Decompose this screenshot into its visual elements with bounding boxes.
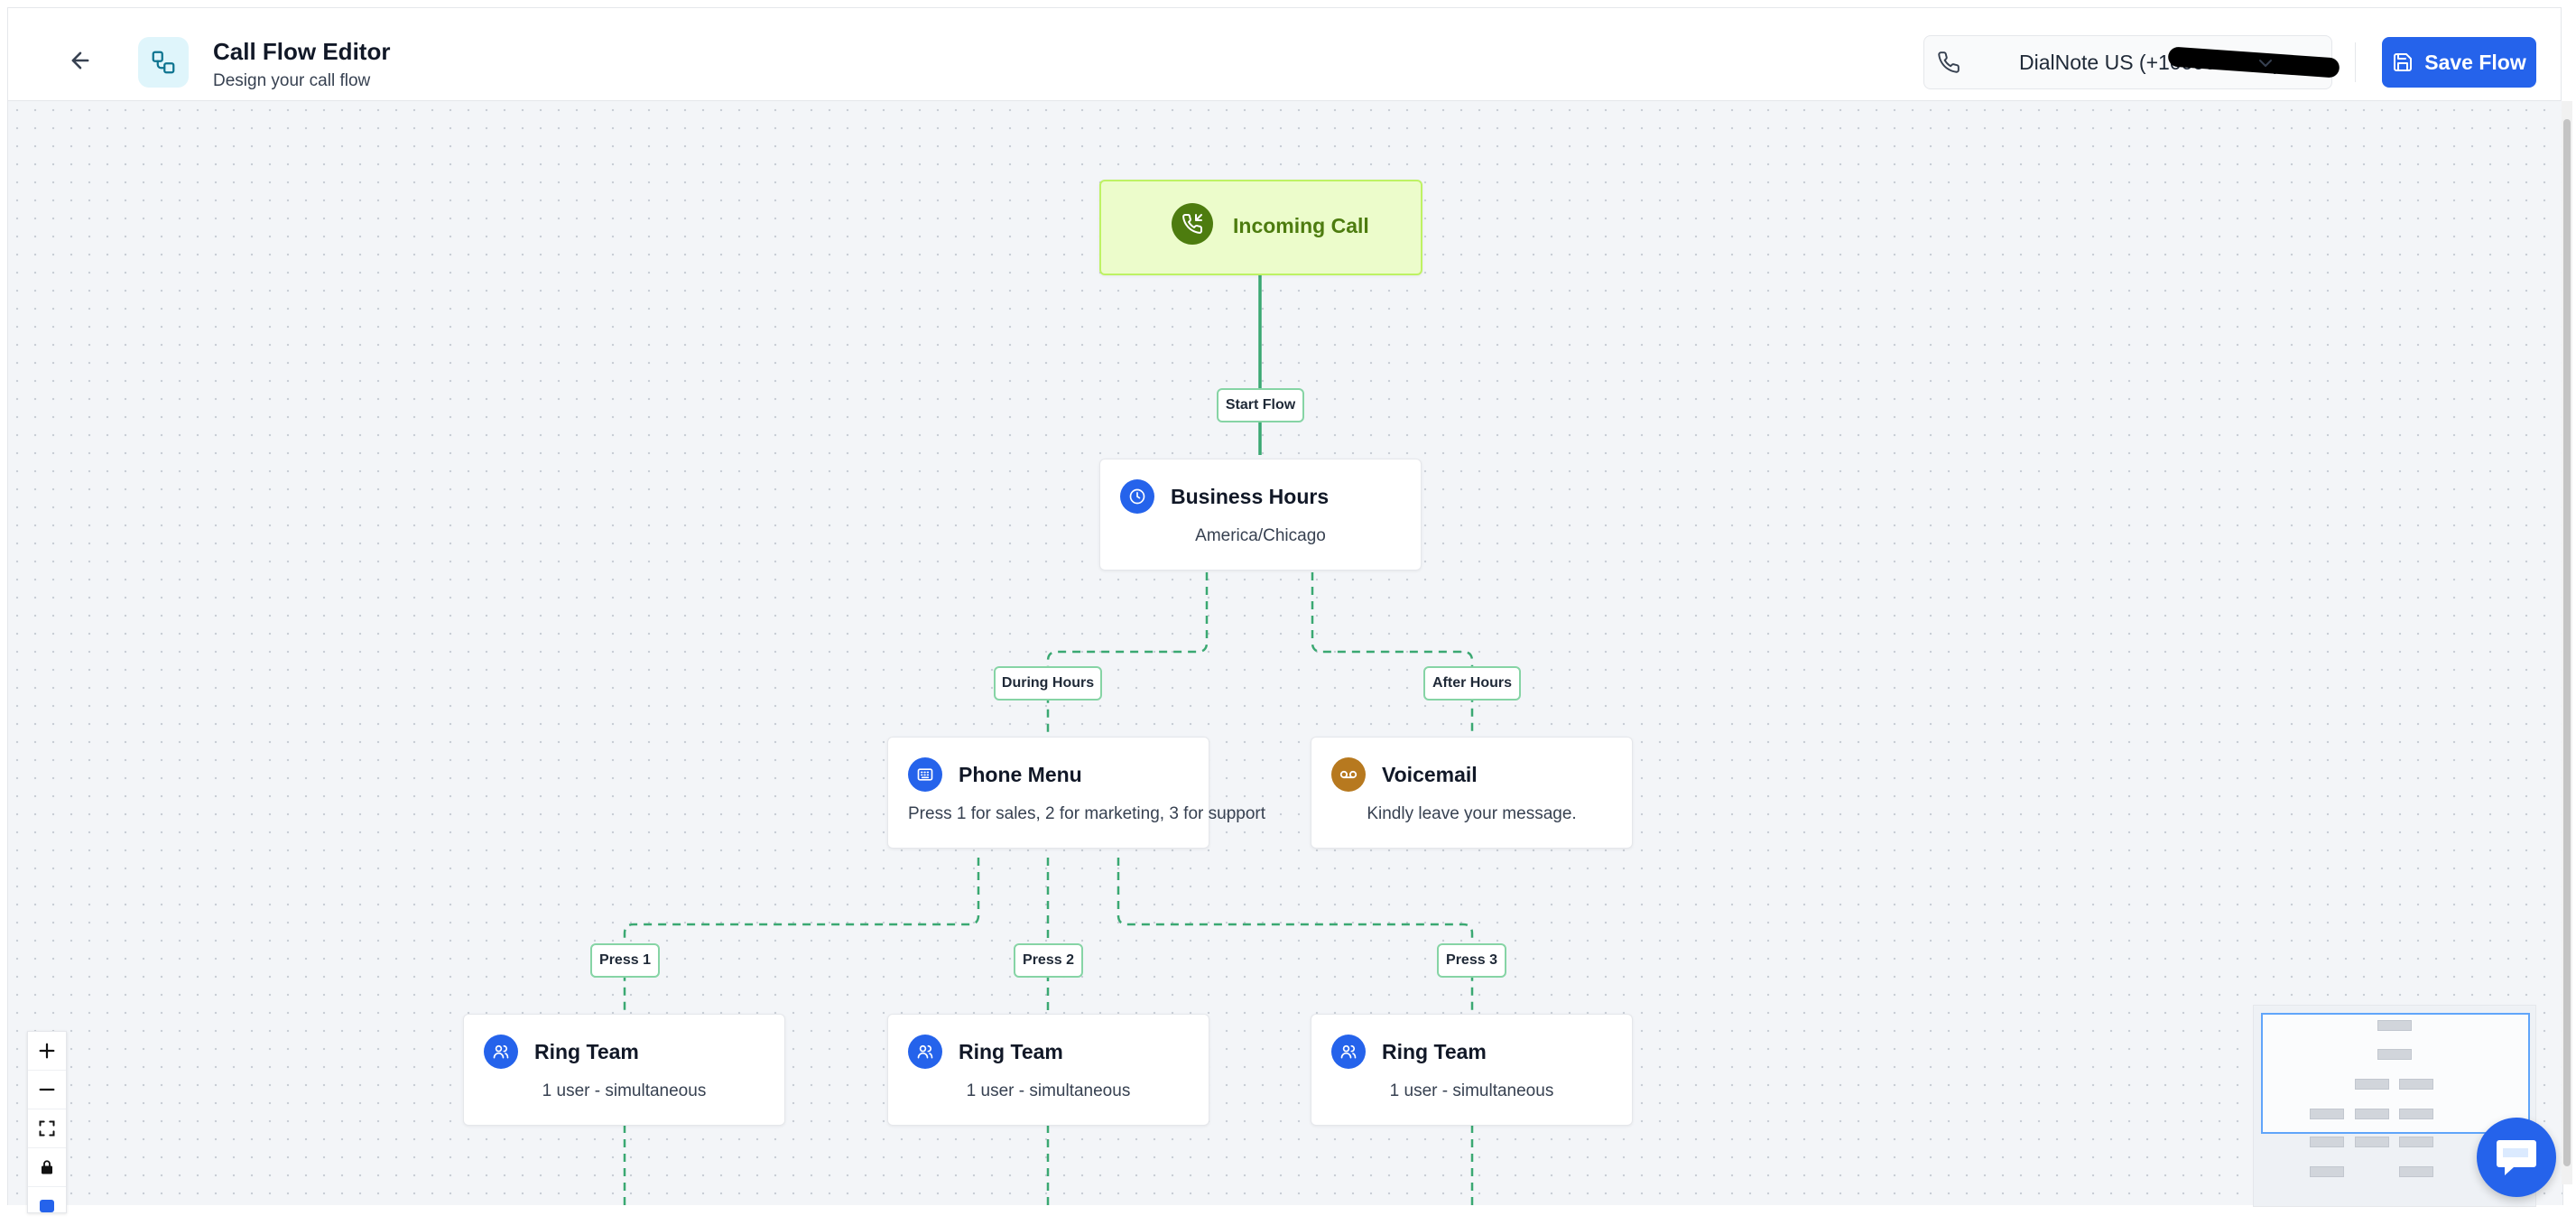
users-icon: [1331, 1035, 1366, 1069]
minimap-node: [2355, 1079, 2389, 1090]
minimap[interactable]: [2253, 1005, 2536, 1207]
node-title: Phone Menu: [959, 763, 1082, 786]
minus-icon: [39, 1088, 55, 1091]
users-icon: [484, 1035, 518, 1069]
plus-icon: [39, 1043, 55, 1059]
edge-label-after-hours[interactable]: After Hours: [1423, 666, 1521, 701]
edge-label-during-hours[interactable]: During Hours: [994, 666, 1102, 701]
node-title: Business Hours: [1171, 485, 1330, 508]
fit-view-button[interactable]: [28, 1109, 66, 1148]
voicemail-icon: [1331, 757, 1366, 792]
minimap-node: [2310, 1109, 2344, 1119]
chat-button[interactable]: [2477, 1118, 2556, 1197]
node-subtitle: 1 user - simultaneous: [1389, 1081, 1554, 1100]
lock-button[interactable]: [28, 1148, 66, 1187]
node-incoming-call[interactable]: Incoming Call: [1099, 180, 1422, 275]
square-icon: [40, 1200, 54, 1212]
minimap-node: [2355, 1109, 2389, 1119]
minimap-node: [2377, 1049, 2412, 1060]
edge-label-press-2[interactable]: Press 2: [1014, 943, 1083, 978]
node-title: Voicemail: [1382, 763, 1478, 786]
phone-number-select[interactable]: DialNote US (+1000001000): [1923, 35, 2340, 89]
minimap-node: [2399, 1137, 2433, 1147]
canvas-controls: [27, 1031, 67, 1213]
save-flow-label: Save Flow: [2424, 50, 2526, 74]
node-voicemail[interactable]: Voicemail Kindly leave your message.: [1311, 737, 1633, 849]
keypad-icon: [908, 757, 942, 792]
node-ring-team-3[interactable]: Ring Team 1 user - simultaneous: [1311, 1014, 1633, 1126]
node-subtitle: 1 user - simultaneous: [966, 1081, 1131, 1100]
node-business-hours[interactable]: Business Hours America/Chicago: [1099, 459, 1422, 571]
node-phone-menu[interactable]: Phone Menu Press 1 for sales, 2 for mark…: [887, 737, 1266, 849]
node-title: Incoming Call: [1233, 214, 1369, 237]
clock-icon: [1120, 479, 1154, 514]
chevron-down-icon: [2255, 52, 2276, 79]
edge-label-start-flow[interactable]: Start Flow: [1217, 388, 1304, 422]
phone-incoming-icon: [1172, 203, 1213, 245]
minimap-node: [2310, 1137, 2344, 1147]
minimap-node: [2310, 1166, 2344, 1177]
node-title: Ring Team: [1382, 1040, 1487, 1063]
node-ring-team-1[interactable]: Ring Team 1 user - simultaneous: [463, 1014, 785, 1126]
flow-icon: [138, 37, 189, 88]
minimap-node: [2399, 1166, 2433, 1177]
save-icon: [2394, 53, 2413, 71]
arrow-left-icon: [71, 51, 89, 70]
node-title: Ring Team: [534, 1040, 639, 1063]
chat-icon: [2497, 1140, 2536, 1175]
top-header: Call Flow Editor Design your call flow D…: [7, 7, 2562, 101]
flow-canvas[interactable]: [7, 101, 2563, 1205]
node-subtitle: Press 1 for sales, 2 for marketing, 3 fo…: [908, 804, 1266, 823]
page-subtitle: Design your call flow: [213, 71, 371, 90]
page-title: Call Flow Editor: [213, 38, 391, 65]
fit-view-icon: [39, 1120, 55, 1137]
minimap-node: [2377, 1020, 2412, 1031]
lock-icon: [42, 1160, 52, 1174]
edge-label-press-3[interactable]: Press 3: [1437, 943, 1506, 978]
minimap-node: [2399, 1079, 2433, 1090]
header-divider: [2355, 42, 2356, 82]
node-subtitle: 1 user - simultaneous: [542, 1081, 707, 1100]
back-button[interactable]: [55, 35, 106, 86]
users-icon: [908, 1035, 942, 1069]
phone-icon: [1937, 51, 1960, 79]
scrollbar-thumb[interactable]: [2563, 119, 2571, 1166]
minimap-node: [2399, 1109, 2433, 1119]
minimap-node: [2355, 1137, 2389, 1147]
node-subtitle: Kindly leave your message.: [1367, 804, 1577, 823]
edge-label-press-1[interactable]: Press 1: [590, 943, 660, 978]
zoom-out-button[interactable]: [28, 1071, 66, 1109]
node-subtitle: America/Chicago: [1195, 526, 1326, 545]
vertical-scrollbar[interactable]: [2562, 101, 2572, 1184]
zoom-in-button[interactable]: [28, 1032, 66, 1071]
minimap-viewport[interactable]: [2261, 1013, 2530, 1134]
extra-control-button[interactable]: [28, 1187, 66, 1225]
save-flow-button[interactable]: Save Flow: [2382, 37, 2536, 88]
node-title: Ring Team: [959, 1040, 1063, 1063]
node-ring-team-2[interactable]: Ring Team 1 user - simultaneous: [887, 1014, 1209, 1126]
